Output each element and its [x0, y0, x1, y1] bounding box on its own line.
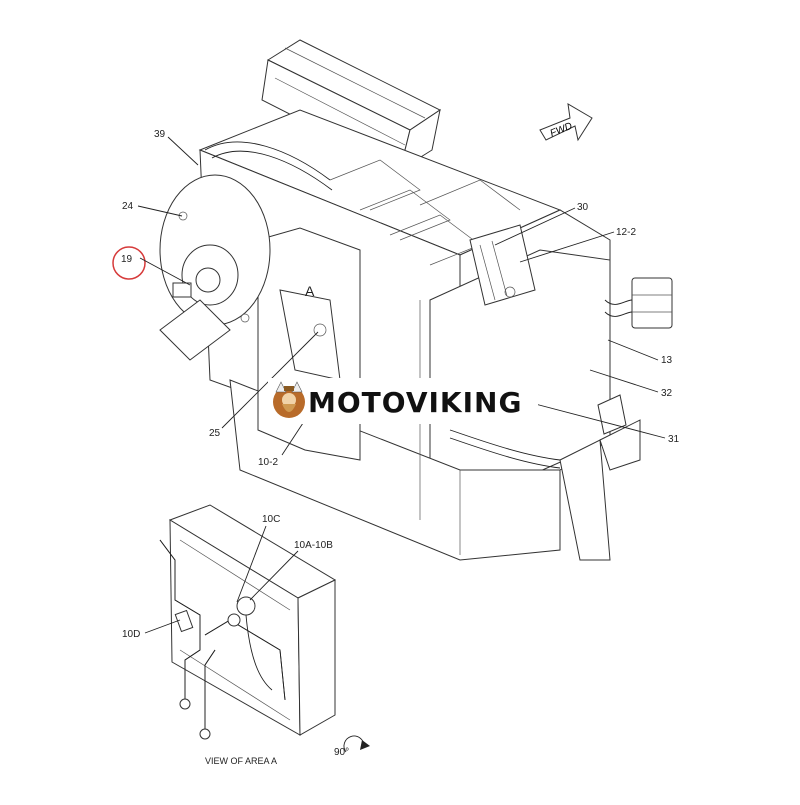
view-caption: VIEW OF AREA A — [205, 756, 277, 766]
viking-logo-icon — [273, 381, 305, 418]
watermark-text: MOTOVIKING — [308, 386, 522, 419]
callout-13: 13 — [661, 355, 673, 366]
callout-10d: 10D — [122, 629, 140, 640]
fwd-label: FWD — [549, 121, 574, 140]
callout-19-highlight — [112, 246, 146, 280]
callout-19: 19 — [121, 254, 133, 265]
callout-39: 39 — [154, 129, 166, 140]
rotation-label: 90° — [334, 747, 349, 758]
callout-10c: 10C — [262, 514, 280, 525]
callout-25: 25 — [209, 428, 221, 439]
view-area-a-inset: 10C 10A-10B 10D 90° VIEW OF AREA A — [122, 504, 370, 766]
callout-24: 24 — [122, 201, 134, 212]
callout-32: 32 — [661, 388, 673, 399]
callout-30: 30 — [577, 202, 589, 213]
callout-10a-10b: 10A-10B — [294, 540, 333, 551]
hvac-unit — [159, 39, 673, 561]
callout-area-a: A — [305, 283, 315, 299]
callout-31: 31 — [668, 434, 680, 445]
callout-12-2: 12-2 — [616, 227, 636, 238]
callout-10-2: 10-2 — [258, 457, 278, 468]
watermark: MOTOVIKING — [268, 378, 538, 424]
fwd-arrow-icon: FWD — [539, 103, 593, 142]
callouts: 39 24 19 A 30 12-2 13 32 31 25 10-2 — [112, 129, 680, 468]
